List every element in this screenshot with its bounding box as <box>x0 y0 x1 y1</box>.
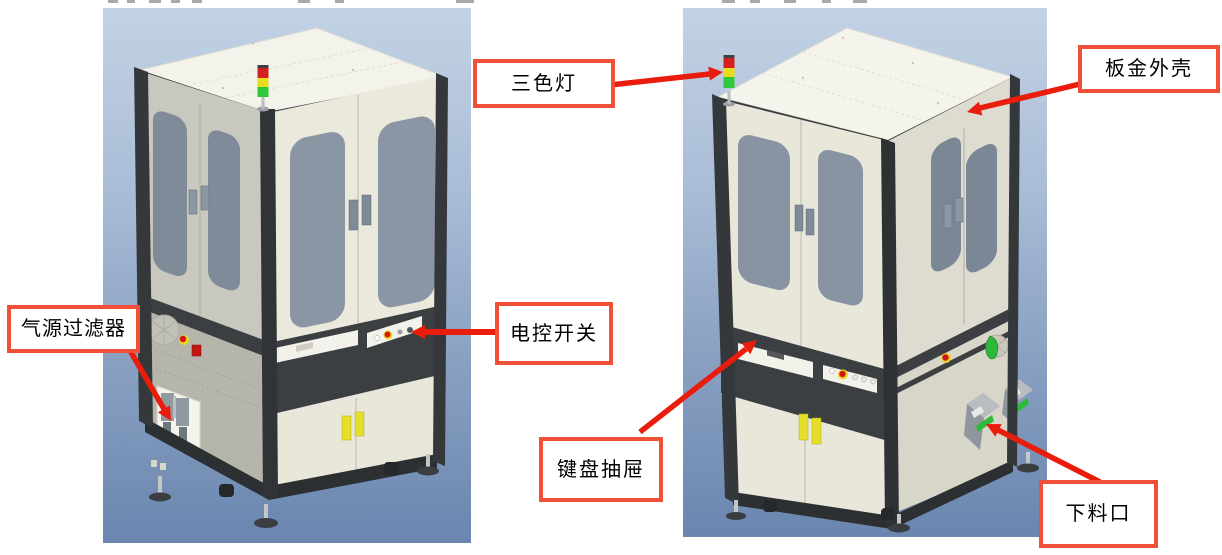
emergency-stop-button <box>179 335 189 345</box>
glass-windows-side <box>153 111 240 291</box>
signal-tower-icon <box>723 55 735 107</box>
callout-air-source-filter: 气源过滤器 <box>7 305 140 353</box>
frame-band <box>888 307 1013 382</box>
front-face-upper <box>721 100 888 370</box>
control-buttons <box>829 368 876 385</box>
callout-tricolor-light: 三色灯 <box>473 59 615 108</box>
base-frame <box>892 460 1013 529</box>
front-face-upper <box>273 76 441 342</box>
cad-viewport-front-right-view <box>683 8 1047 537</box>
signal-tower-icon <box>257 65 269 112</box>
caster-wheels <box>219 462 399 497</box>
callout-label: 键盘抽屉 <box>557 458 645 481</box>
left-side-face-lower <box>145 310 269 492</box>
control-band <box>273 306 439 414</box>
callout-material-outlet: 下料口 <box>1039 480 1158 548</box>
green-fixture <box>985 335 999 360</box>
frame-band <box>145 296 269 360</box>
door-handles <box>943 197 964 229</box>
warning-label <box>191 344 202 357</box>
caster-wheels <box>763 500 895 520</box>
door-handles <box>188 185 210 215</box>
right-side-face-upper <box>888 77 1014 370</box>
emergency-stop-button <box>941 353 951 363</box>
callout-electric-control-switch: 电控开关 <box>495 302 613 365</box>
control-switch-slot <box>823 365 877 393</box>
callout-label: 板金外壳 <box>1105 58 1193 80</box>
glass-windows-front <box>738 135 863 306</box>
callout-label: 三色灯 <box>511 72 577 95</box>
cooling-fan <box>148 314 180 346</box>
machine-front-right-view <box>712 27 1039 533</box>
discharge-chute <box>964 393 1000 450</box>
callout-sheet-metal-housing: 板金外壳 <box>1078 45 1220 93</box>
blank-slot <box>275 330 358 363</box>
leveling-feet <box>149 454 439 528</box>
left-side-face-upper <box>143 72 269 348</box>
control-switch-slot <box>367 316 422 348</box>
callout-label: 电控开关 <box>510 322 598 345</box>
machine-front-left-view <box>134 27 448 528</box>
base-frame <box>145 418 437 500</box>
right-side-face-lower <box>888 319 1033 514</box>
callout-label: 气源过滤器 <box>21 318 126 340</box>
yellow-door-handles <box>341 411 365 441</box>
callout-keyboard-drawer: 键盘抽屉 <box>539 437 663 502</box>
callout-label: 下料口 <box>1065 503 1132 525</box>
yellow-door-handles <box>798 413 822 445</box>
glass-windows-front <box>290 116 435 328</box>
cad-viewport-front-left-view <box>103 8 471 543</box>
front-face-lower-doors <box>721 393 892 522</box>
door-handles <box>794 204 815 236</box>
door-handles <box>348 194 372 231</box>
